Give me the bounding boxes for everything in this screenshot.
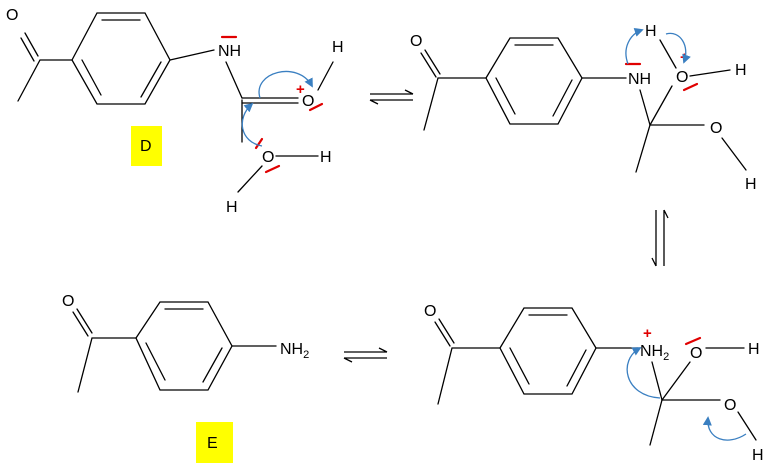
molecule-e: O NH2: [62, 293, 309, 393]
equilibrium-arrow-vertical: [651, 209, 669, 267]
curved-arrow: [258, 70, 313, 99]
bond: [649, 85, 673, 126]
ring-double-bond: [509, 314, 587, 387]
tetrahedral-intermediate-2: O NH2 + O H O H: [424, 303, 764, 464]
atom-hydrogen: H: [752, 447, 764, 464]
molecule-d: O NH O + H O H H: [6, 7, 344, 216]
ring-double-bond: [495, 44, 573, 117]
bond: [241, 97, 299, 104]
atom-hydrogen: H: [748, 341, 760, 358]
positive-charge: +: [643, 325, 652, 342]
atom-oxygen: O: [710, 120, 722, 137]
atom-oxygen: O: [6, 7, 18, 24]
bond: [651, 361, 663, 401]
atom-nh2: NH2: [640, 343, 669, 363]
lone-pair: [684, 336, 702, 346]
tetrahedral-intermediate-1: O NH O + H H O H: [410, 23, 757, 193]
bond: [737, 411, 757, 441]
bond: [17, 59, 73, 102]
bond: [635, 124, 651, 173]
curved-arrow: [702, 416, 747, 441]
bond: [434, 318, 455, 347]
bond: [661, 361, 691, 401]
atom-hydrogen: H: [745, 176, 757, 193]
bond: [20, 32, 39, 62]
ring-double-bond: [145, 308, 223, 383]
equilibrium-arrow: [369, 89, 414, 105]
label-e-highlight: [196, 422, 233, 463]
curved-arrow: [626, 347, 661, 399]
atom-hydrogen: H: [320, 149, 332, 166]
atom-nh: NH: [628, 71, 651, 88]
bond: [237, 165, 263, 193]
benzene-ring: [499, 307, 597, 395]
label-e: E: [207, 435, 218, 452]
benzene-ring: [71, 12, 171, 105]
lone-pair: [308, 102, 324, 112]
atom-oxygen: O: [410, 33, 422, 50]
curved-arrow: [625, 27, 644, 65]
label-d: D: [140, 138, 152, 155]
lone-pair: [682, 82, 699, 92]
ring-double-bond: [81, 19, 162, 98]
benzene-ring: [135, 301, 233, 391]
bond: [649, 399, 663, 446]
bond: [225, 61, 243, 99]
bond: [317, 61, 334, 91]
atom-hydrogen: H: [332, 39, 344, 56]
benzene-ring: [485, 37, 583, 125]
lone-pair: [264, 164, 281, 174]
curved-arrow: [241, 102, 263, 147]
atom-oxygen: O: [302, 93, 314, 110]
label-d-highlight: [131, 126, 162, 166]
equilibrium-arrow: [343, 347, 388, 363]
bond: [423, 77, 487, 131]
atom-oxygen: O: [424, 303, 436, 320]
atom-nh: NH: [218, 43, 241, 60]
bond: [437, 347, 501, 405]
atom-hydrogen: H: [226, 199, 238, 216]
atom-hydrogen: H: [645, 23, 657, 40]
bond: [72, 308, 93, 337]
atom-oxygen: O: [690, 345, 702, 362]
positive-charge: +: [296, 81, 305, 98]
atom-oxygen: O: [62, 293, 74, 310]
lone-pair: [254, 137, 264, 150]
bond: [659, 39, 677, 69]
atom-oxygen: O: [676, 69, 688, 86]
positive-charge: +: [680, 49, 689, 66]
atom-nh2: NH2: [280, 341, 309, 361]
atom-oxygen: O: [262, 149, 274, 166]
bond: [77, 337, 137, 393]
atom-hydrogen: H: [735, 62, 747, 79]
bond: [721, 137, 747, 171]
bond: [169, 49, 215, 61]
bond: [420, 49, 441, 78]
bond: [689, 69, 731, 77]
bond: [639, 89, 651, 126]
curved-arrow: [665, 32, 691, 64]
atom-oxygen: O: [724, 397, 736, 414]
